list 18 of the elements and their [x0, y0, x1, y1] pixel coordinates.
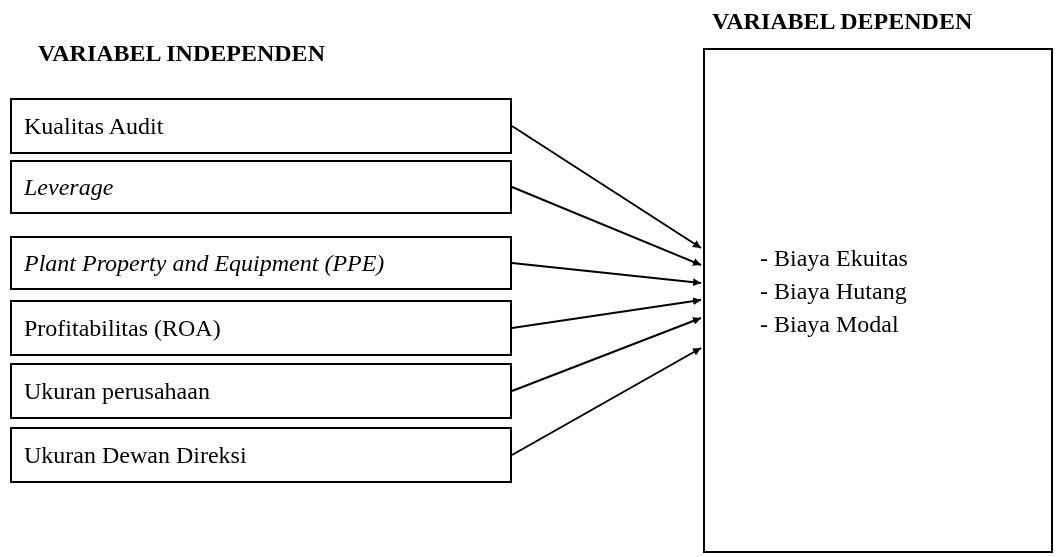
arrow — [511, 347, 702, 456]
list-item: - Biaya Modal — [760, 311, 899, 338]
arrow — [511, 186, 702, 266]
variable-box: Kualitas Audit — [10, 98, 512, 154]
arrow — [511, 297, 702, 329]
variable-box: Ukuran Dewan Direksi — [10, 427, 512, 483]
dependent-variable-box — [703, 48, 1053, 553]
list-item: - Biaya Ekuitas — [760, 245, 908, 272]
section-heading: VARIABEL INDEPENDEN — [38, 40, 325, 67]
variable-box: Ukuran perusahaan — [10, 363, 512, 419]
variable-box: Plant Property and Equipment (PPE) — [10, 236, 512, 290]
list-item: - Biaya Hutang — [760, 278, 907, 305]
arrow — [511, 262, 702, 287]
arrow — [511, 125, 702, 249]
section-heading: VARIABEL DEPENDEN — [712, 8, 973, 35]
variable-box: Leverage — [10, 160, 512, 214]
arrow — [511, 317, 702, 392]
variable-box: Profitabilitas (ROA) — [10, 300, 512, 356]
